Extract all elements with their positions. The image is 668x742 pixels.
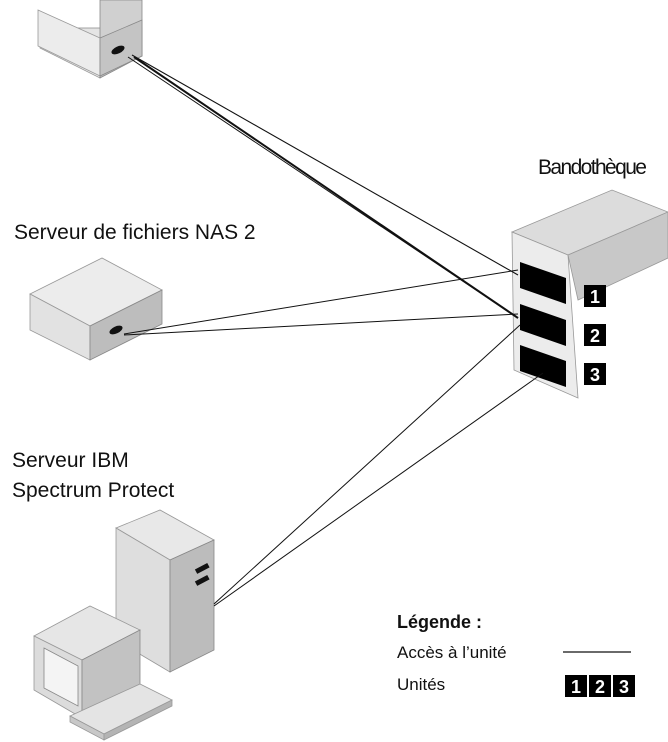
nas1-to-drive-2b-line (127, 56, 519, 319)
ibm-server-label-line1: Serveur IBM (12, 449, 129, 472)
nas-server-1-port-icon (111, 45, 125, 55)
legend-drive-1-number: 1 (571, 677, 581, 697)
ibm-server-drive-icon-1 (194, 562, 210, 574)
nas-server-2 (29, 257, 163, 361)
legend-drive-3-number: 3 (619, 677, 629, 697)
tape-library: 1 2 3 (510, 189, 668, 399)
nas1-to-drive-2-line (133, 56, 519, 319)
monitor-screen (43, 647, 79, 707)
drive-1-slot (520, 262, 566, 304)
nas2-to-drive-1-line (123, 269, 519, 335)
drive-2-badge (584, 324, 606, 346)
legend-drive-2-badge (589, 675, 611, 697)
ibm-server (33, 509, 215, 741)
legend-drive-1-badge (565, 675, 587, 697)
legend-drives-label: Unités (397, 675, 446, 694)
legend-drive-3-badge (613, 675, 635, 697)
ibm-to-drive-3-line (213, 372, 544, 607)
nas2-to-drive-2-line (123, 313, 519, 336)
drive-2-number: 2 (590, 326, 600, 346)
ibm-to-drive-2-line (213, 324, 521, 605)
nas1-to-drive-1-line (131, 54, 519, 276)
drive-2-slot (520, 304, 566, 346)
nas-server-2-label: Serveur de fichiers NAS 2 (14, 221, 256, 244)
ibm-server-drive-icon-2 (194, 574, 210, 586)
tape-library-label: Bandothèque (538, 156, 647, 179)
nas-server-2-port-icon (109, 325, 123, 335)
ibm-server-label-line2: Spectrum Protect (12, 479, 175, 502)
connection-lines (123, 54, 544, 607)
legend-title: Légende : (397, 612, 483, 632)
legend-drive-2-number: 2 (595, 677, 605, 697)
drive-3-badge (584, 363, 606, 385)
legend-access-label: Accès à l’unité (397, 643, 507, 662)
drive-1-badge (584, 285, 606, 307)
legend-graphics: 1 2 3 (563, 651, 635, 697)
nas-server-1 (37, 0, 143, 79)
drive-1-number: 1 (590, 287, 600, 307)
drive-3-slot (520, 345, 566, 387)
drive-3-number: 3 (590, 365, 600, 385)
